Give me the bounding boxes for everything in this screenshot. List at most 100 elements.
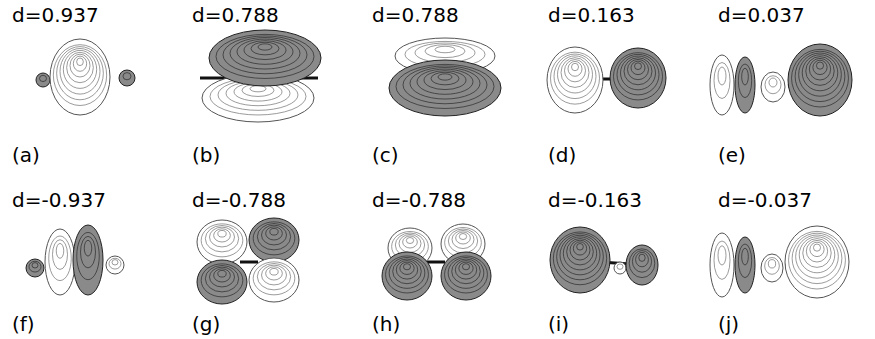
contour-line: [806, 240, 827, 262]
occupation-value: d=0.037: [718, 4, 805, 26]
orbital-lobe: [197, 220, 247, 264]
contour-line: [813, 60, 827, 74]
contour-line: [410, 68, 480, 100]
contour-line: [635, 63, 642, 70]
contour-line: [403, 264, 410, 270]
contour-line: [262, 265, 287, 285]
lobe-surface: [45, 229, 75, 295]
contour-line: [621, 56, 656, 90]
orbital-lobe: [36, 73, 50, 87]
lobe-surface: [209, 30, 321, 86]
orbital-lobe: [614, 262, 626, 274]
contour-line: [572, 63, 579, 70]
contour-line: [795, 51, 845, 101]
contour-line: [455, 261, 476, 280]
contour-line: [29, 261, 41, 272]
contour-line: [266, 227, 283, 240]
orbital-lobe: [209, 30, 321, 86]
contour-line: [396, 64, 494, 108]
contour-line: [718, 67, 726, 85]
contour-line: [112, 260, 118, 265]
contour-line: [561, 58, 589, 88]
contour-line: [244, 41, 286, 60]
contour-line: [452, 259, 481, 284]
orbital-lobe: [26, 259, 44, 277]
panel-letter: (g): [192, 313, 220, 335]
orbital-lobe: [710, 233, 734, 297]
contour-line: [84, 240, 92, 256]
contour-line: [262, 225, 287, 245]
contour-line: [636, 252, 649, 266]
panel-letter: (d): [548, 144, 576, 166]
lobe-surface: [761, 72, 785, 102]
contour-line: [210, 227, 235, 247]
contour-line: [551, 52, 600, 104]
contour-line: [270, 268, 278, 275]
contour-line: [399, 235, 421, 253]
panel-letter: (b): [192, 144, 220, 166]
contour-line: [258, 44, 272, 50]
contour-line: [567, 239, 594, 265]
contour-line: [210, 267, 235, 287]
lobe-surface: [610, 48, 666, 108]
contour-line: [628, 59, 649, 79]
lobe-surface: [710, 233, 734, 297]
orbital-lobe: [761, 254, 783, 282]
contour-line: [400, 262, 414, 274]
lobe-surface: [73, 225, 103, 295]
contour-line: [77, 58, 84, 66]
contour-line: [389, 257, 425, 288]
contour-line: [803, 239, 831, 268]
contour-line: [251, 42, 279, 55]
orbital-lobe: [441, 252, 491, 300]
contour-line: [742, 68, 749, 85]
contour-line: [799, 53, 842, 96]
contour-line: [60, 49, 100, 95]
lobe-surface: [389, 60, 501, 116]
orbital-lobe: [610, 48, 666, 108]
lobe-surface: [785, 226, 849, 298]
contour-line: [445, 256, 488, 293]
contour-line: [73, 56, 86, 71]
orbital-lobe: [550, 227, 610, 293]
contour-line: [742, 248, 749, 265]
contour-line: [230, 38, 300, 70]
lobe-surface: [36, 73, 50, 87]
lobe-surface: [119, 70, 135, 86]
orbital-lobe: [249, 258, 299, 302]
contour-line: [768, 260, 775, 268]
contour-line: [253, 222, 295, 255]
contour-line: [560, 235, 600, 275]
orbital-lobe: [50, 39, 110, 115]
contour-line: [218, 230, 226, 237]
contour-line: [563, 237, 596, 270]
lobe-surface: [249, 258, 299, 302]
contour-line: [738, 244, 751, 278]
contour-line: [617, 264, 623, 269]
contour-line: [63, 50, 96, 88]
orbital-lobe: [389, 60, 501, 116]
contour-line: [789, 231, 846, 289]
contour-line: [250, 86, 266, 92]
contour-line: [448, 229, 477, 253]
contour-line: [123, 73, 131, 80]
contour-line: [393, 259, 422, 284]
lobe-surface: [382, 252, 432, 300]
contour-line: [459, 234, 466, 240]
orbital-lobe: [197, 260, 247, 304]
contour-line: [553, 232, 606, 285]
contour-line: [49, 236, 72, 281]
occupation-value: d=-0.163: [548, 189, 642, 211]
contour-line: [557, 234, 604, 280]
occupation-value: d=0.788: [372, 4, 459, 26]
orbital-lobe: [547, 47, 603, 113]
contour-line: [77, 232, 100, 279]
occupation-value: d=0.937: [12, 4, 99, 26]
contour-line: [639, 254, 645, 261]
contour-line: [806, 57, 834, 86]
orbital-lobe: [73, 225, 103, 295]
lobe-surface: [710, 55, 734, 115]
panel-letter: (i): [548, 313, 569, 335]
contour-line: [614, 53, 663, 100]
contour-line: [570, 240, 590, 260]
